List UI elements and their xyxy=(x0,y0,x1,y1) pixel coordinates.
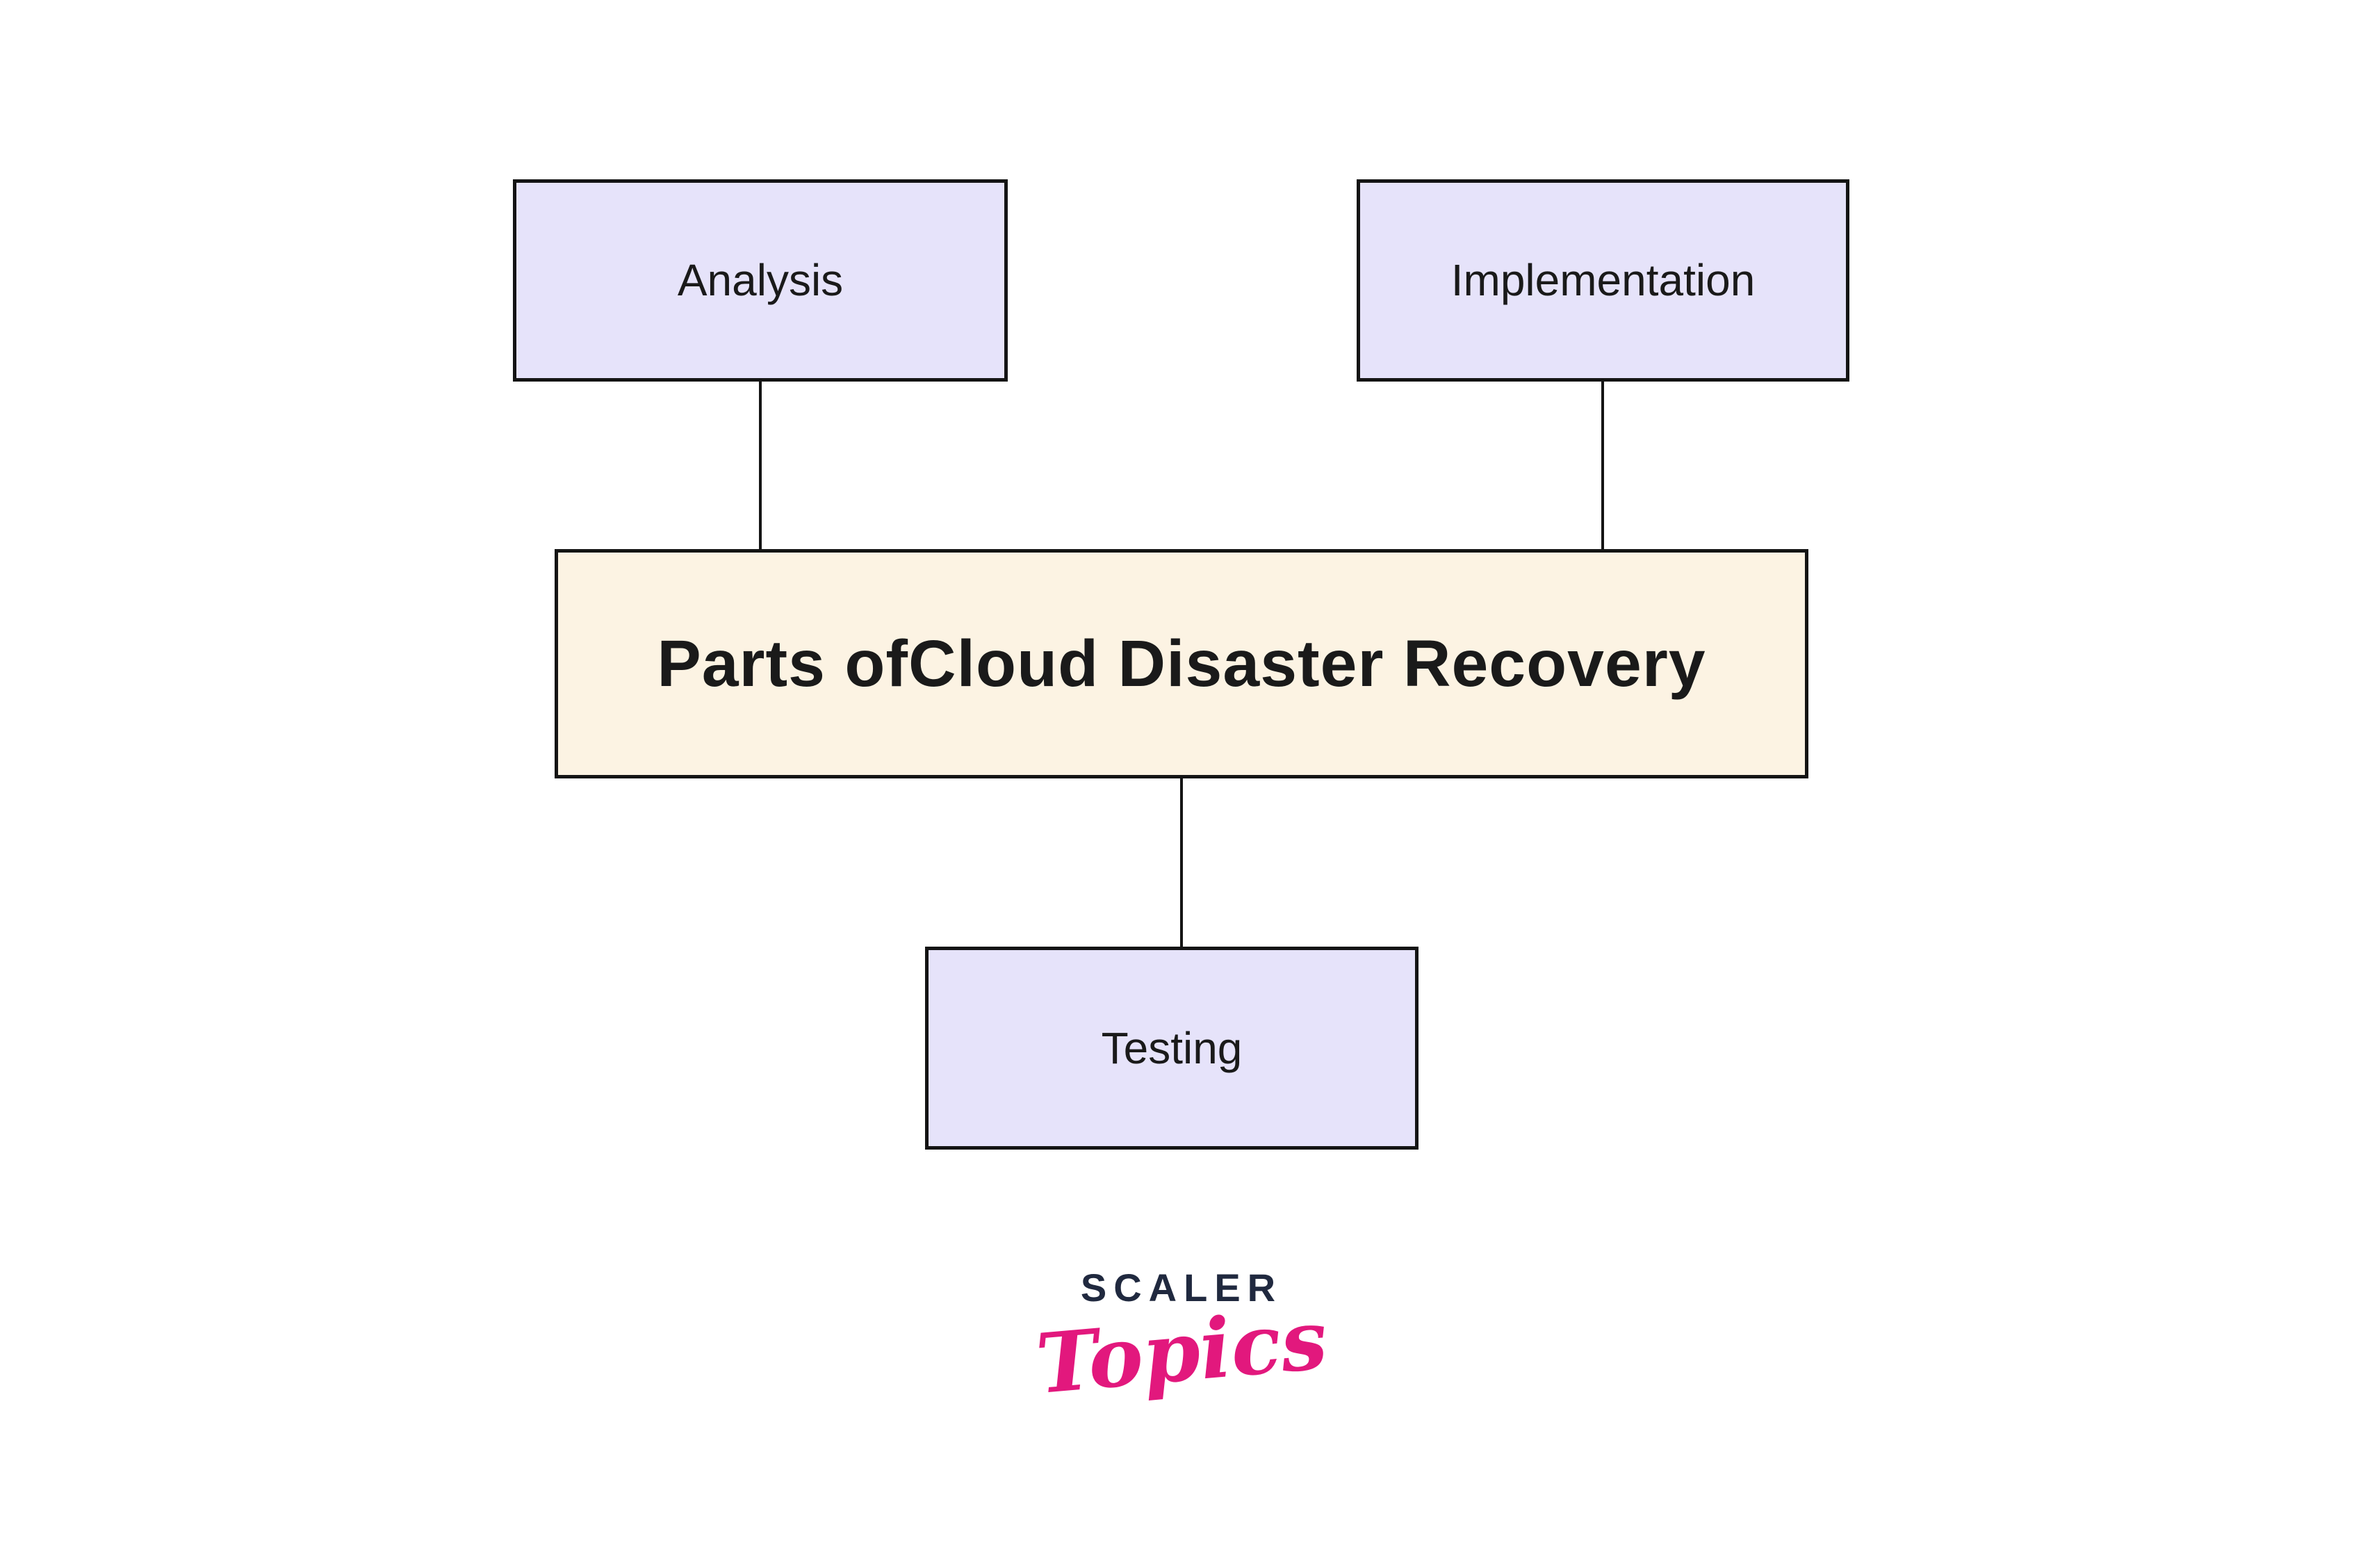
connector-center-to-testing xyxy=(1180,777,1183,948)
node-analysis: Analysis xyxy=(513,179,1008,382)
scaler-logo-topics-script: Topics xyxy=(1032,1290,1331,1412)
scaler-logo-wordmark: SCALER xyxy=(1080,1266,1283,1309)
node-testing: Testing xyxy=(925,947,1418,1150)
node-implementation-label: Implementation xyxy=(1450,255,1756,306)
node-testing-label: Testing xyxy=(1101,1022,1243,1073)
node-implementation: Implementation xyxy=(1357,179,1849,382)
center-box-label: Parts ofCloud Disaster Recovery xyxy=(657,626,1706,701)
center-box: Parts ofCloud Disaster Recovery xyxy=(555,549,1808,778)
connector-analysis-to-center xyxy=(759,382,762,550)
connector-implementation-to-center xyxy=(1601,382,1604,550)
scaler-topics-logo: SCALER Topics xyxy=(1008,1266,1355,1412)
node-analysis-label: Analysis xyxy=(677,255,844,306)
